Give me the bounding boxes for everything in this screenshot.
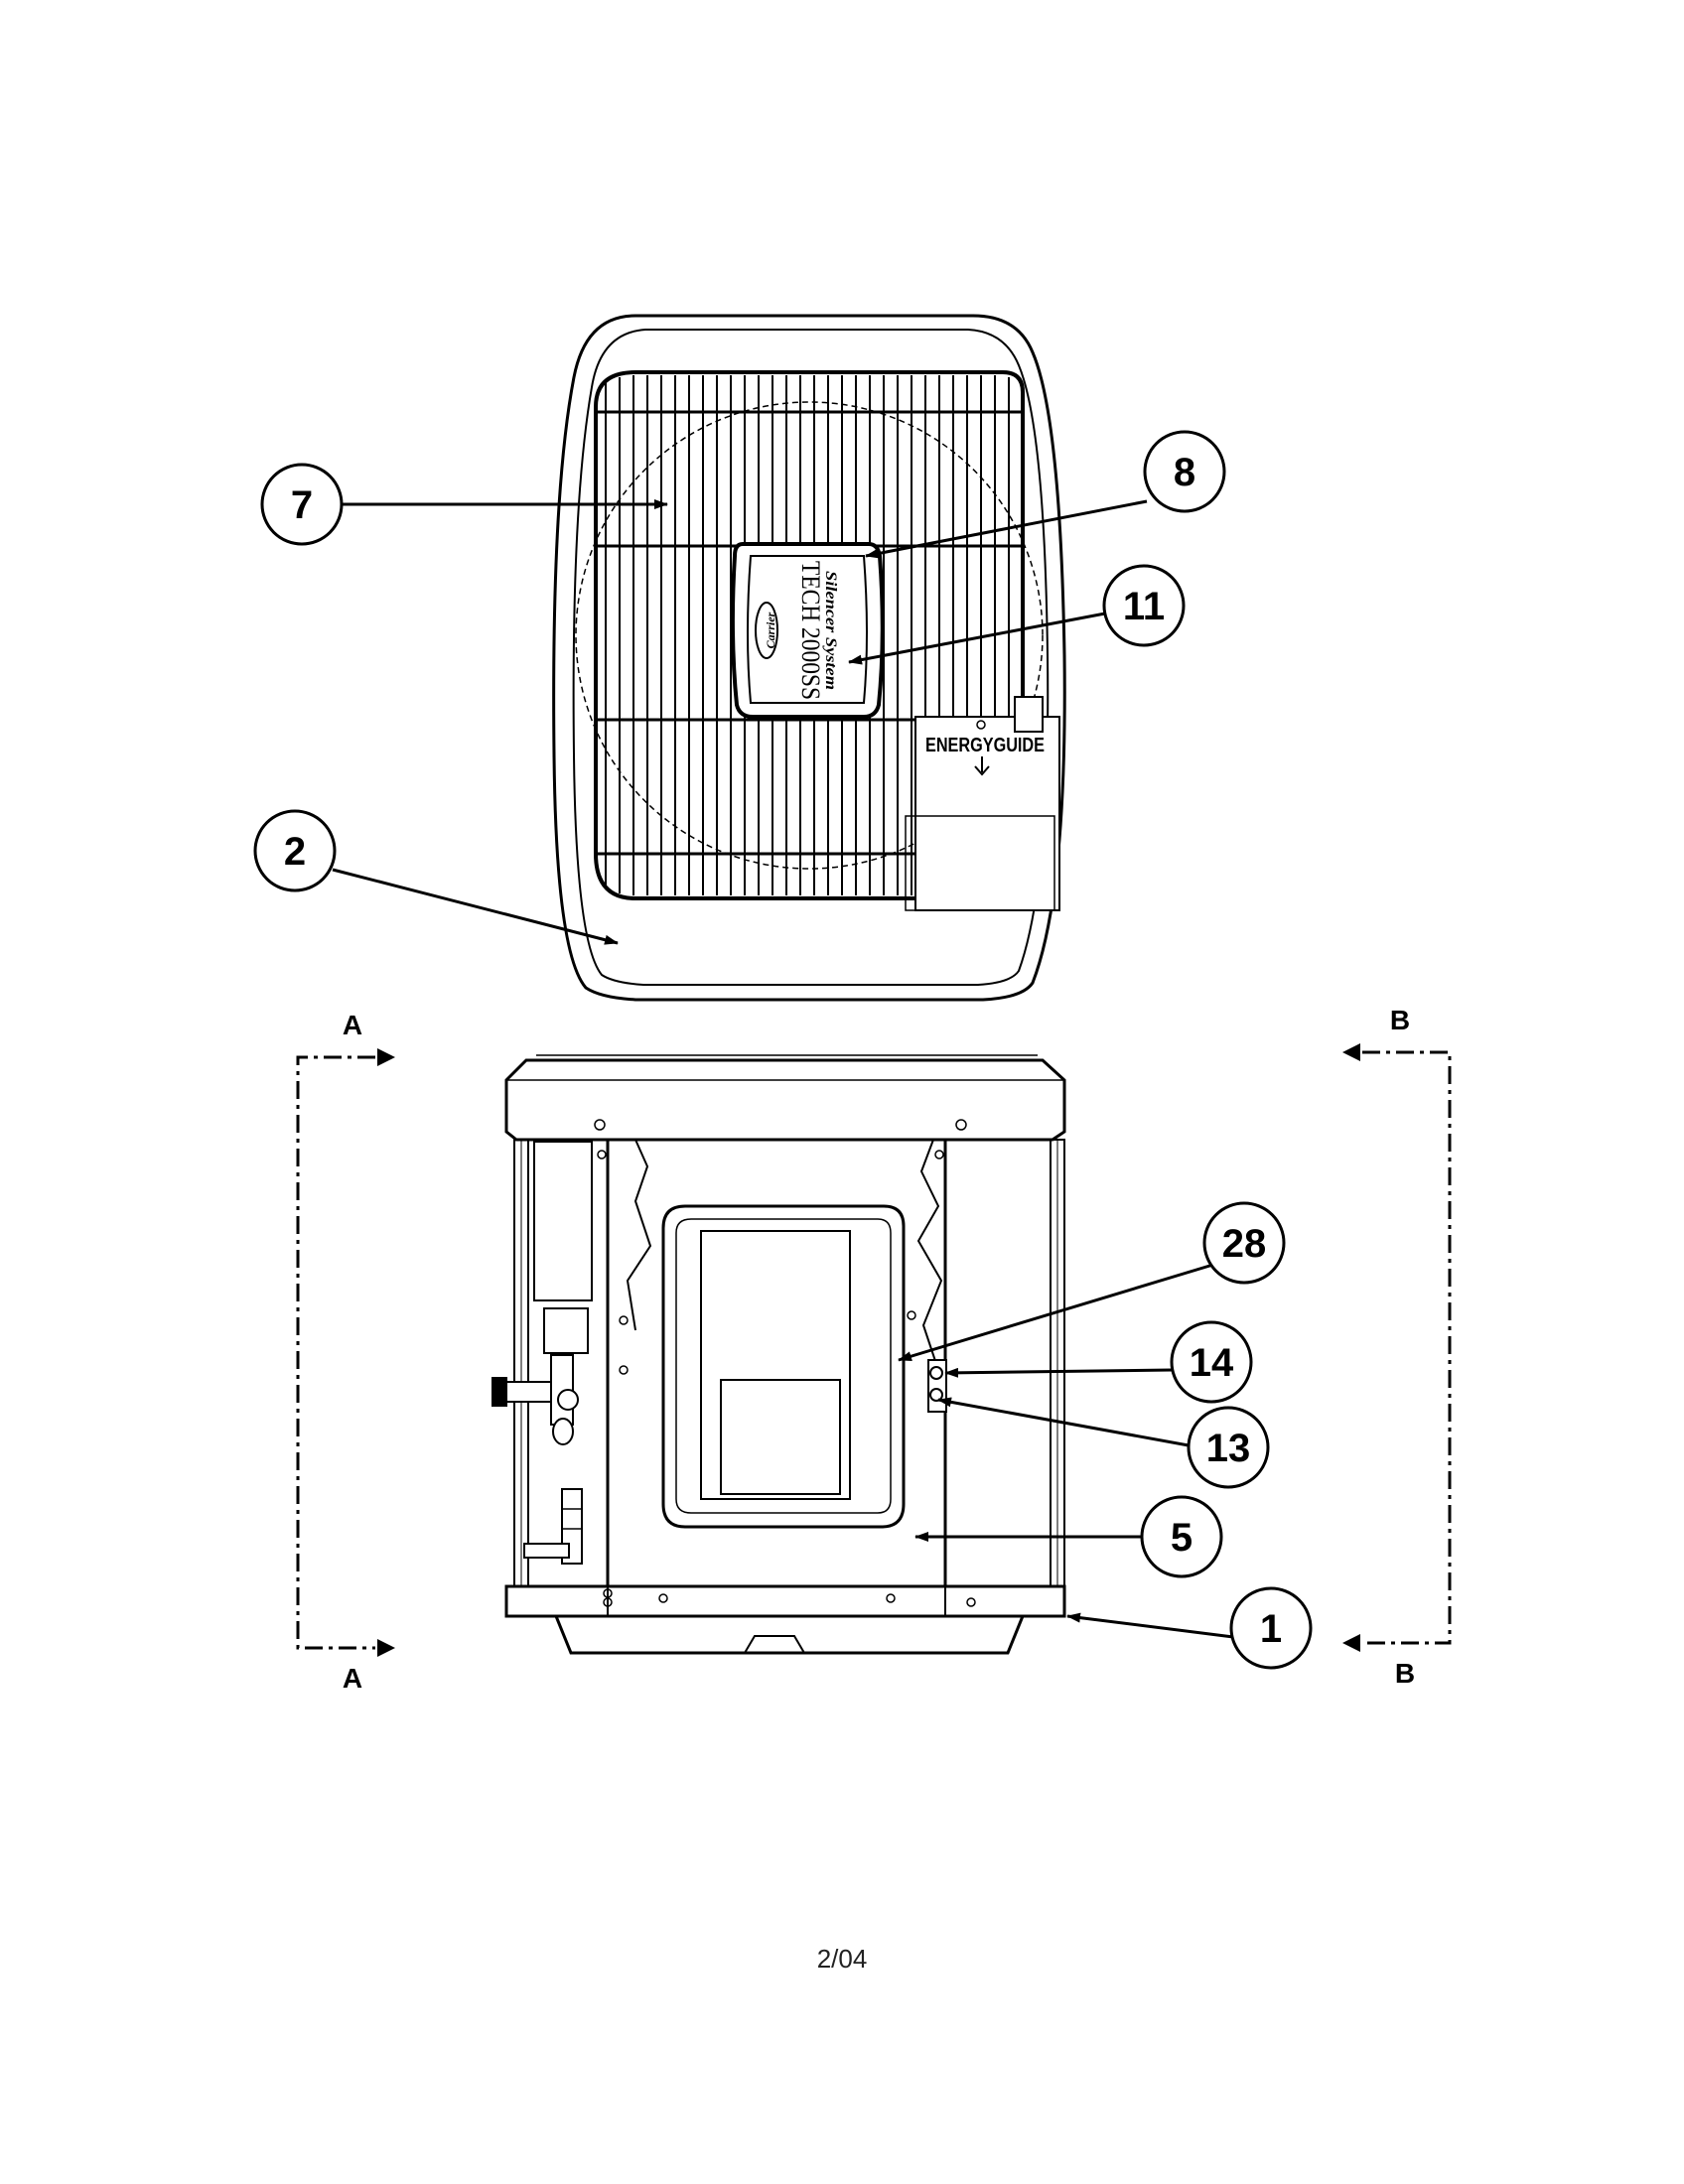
section-a-line: [296, 1055, 375, 1650]
section-mark-b-top: B: [1390, 1005, 1410, 1035]
leader-11: [848, 612, 1106, 665]
callout-7: 7: [291, 483, 313, 527]
carrier-logo-icon: [755, 602, 778, 659]
callout-28: 28: [1222, 1222, 1267, 1266]
callout-2: 2: [284, 830, 306, 874]
arrow-left-icon: [1342, 1043, 1360, 1061]
callout-8: 8: [1174, 451, 1195, 494]
down-arrow-icon: [974, 756, 990, 776]
callout-8-circle: [1143, 430, 1226, 513]
callout-11: 11: [1123, 585, 1165, 628]
callout-14: 14: [1190, 1341, 1234, 1385]
top-cover-outline: [552, 314, 1066, 1002]
top-view: [552, 314, 1066, 1002]
callout-labels: 7 8 11 2 28 14 13 5 1: [284, 451, 1282, 1651]
base-pan: [553, 1614, 1026, 1655]
leader-1: [1066, 1612, 1242, 1640]
top-cap: [504, 1058, 1066, 1142]
section-b-line: [1362, 1050, 1452, 1645]
relay-box: [533, 1141, 593, 1301]
control-box: [720, 1379, 841, 1495]
callout-7-circle: [260, 463, 344, 546]
badge-subtitle: Silencer System: [822, 571, 839, 690]
callout-13-circle: [1187, 1406, 1270, 1489]
fan-grille-frame: [594, 370, 1025, 900]
arrow-right-icon: [377, 1048, 395, 1066]
leader-28: [898, 1262, 1217, 1362]
arrow-left-icon: [1342, 1634, 1360, 1652]
compressor-housing: [661, 1204, 906, 1529]
cutaway-edge: [626, 1139, 943, 1371]
callout-13: 13: [1206, 1427, 1251, 1470]
section-lines: [296, 1050, 1452, 1650]
badge-brand: Carrier: [764, 612, 777, 648]
callout-1-circle: [1229, 1586, 1313, 1670]
screws: [594, 1119, 976, 1607]
callout-bubbles: [253, 430, 1313, 1670]
badge-model: TECH 2000SS: [796, 561, 825, 700]
section-mark-b-bottom: B: [1395, 1658, 1415, 1689]
leader-2: [332, 868, 619, 945]
callout-5-circle: [1140, 1495, 1223, 1578]
section-mark-a-top: A: [343, 1010, 362, 1040]
callout-1: 1: [1260, 1607, 1282, 1651]
energyguide-label: [905, 696, 1060, 911]
leader-lines: [332, 499, 1242, 1640]
base-rail: [504, 1584, 1066, 1618]
callout-14-circle: [1170, 1320, 1253, 1404]
callout-5: 5: [1171, 1516, 1193, 1560]
leader-14: [944, 1367, 1173, 1378]
section-mark-a-bottom: A: [343, 1663, 362, 1694]
leader-13: [937, 1397, 1200, 1449]
unit-badge: [730, 542, 885, 719]
energyguide-title: ENERGYGUIDE: [925, 735, 1045, 756]
arrow-right-icon: [377, 1639, 395, 1657]
leader-8: [865, 499, 1148, 559]
callout-11-circle: [1102, 564, 1186, 647]
side-view: [491, 1054, 1066, 1655]
section-arrows: [377, 1043, 1360, 1657]
callout-28-circle: [1202, 1201, 1286, 1285]
page-number: 2/04: [816, 1944, 868, 1974]
callout-2-circle: [253, 809, 337, 892]
